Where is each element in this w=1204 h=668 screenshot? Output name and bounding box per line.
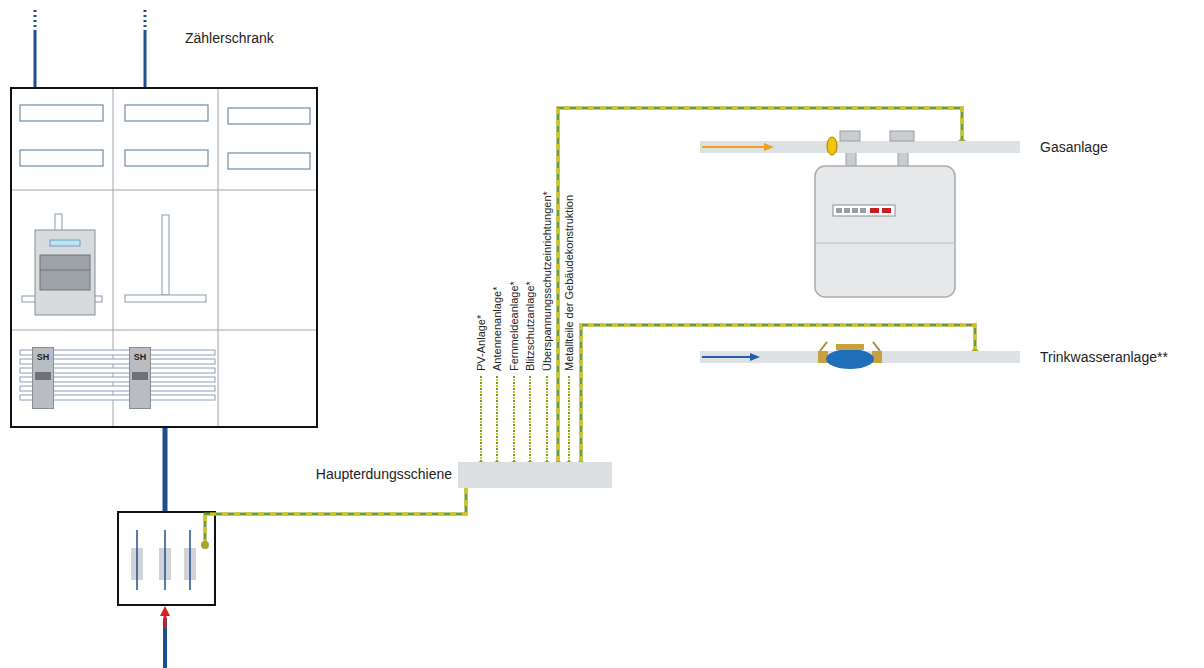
- node-label: Gasanlage: [1040, 139, 1108, 155]
- conductor-line: [581, 325, 975, 462]
- house-connection-part: [189, 530, 191, 590]
- supply-wires-part: [144, 10, 147, 30]
- cabinet-fields-part: [20, 105, 103, 121]
- electricity-meter-part: [35, 230, 95, 315]
- switch-lever: [132, 372, 148, 380]
- water-pipe-drawing: [700, 351, 1020, 363]
- node-label: Trinkwasseranlage**: [1040, 349, 1168, 365]
- system-label: Fernmeldeanlage*: [508, 281, 520, 371]
- gas-meter-part: [844, 208, 850, 213]
- house-connection-part: [164, 530, 166, 590]
- meter-fitting: [890, 131, 914, 141]
- gas-meter-part: [852, 208, 858, 213]
- supply-wires: [35, 10, 145, 87]
- earthing-conductor: [201, 478, 470, 549]
- gas-pipe-drawing: [700, 141, 1020, 153]
- electricity-meter-part: [55, 214, 62, 232]
- gas-meter: [815, 150, 955, 297]
- house-connection-part: [164, 614, 167, 628]
- gas-meter-part: [836, 208, 842, 213]
- flow-arrow: [764, 143, 774, 151]
- gas-pipe: Gasanlage: [700, 141, 1020, 153]
- gas-meter-part: [815, 243, 955, 244]
- cabinet-fields-part: [228, 153, 310, 169]
- main-switch: SH: [129, 347, 151, 409]
- bonding-conductor: [577, 325, 979, 469]
- house-connection: [118, 428, 215, 668]
- cabinet-fields-part: [228, 108, 310, 124]
- water-pipe: Trinkwasseranlage**: [700, 351, 1020, 363]
- supply-wires-part: [144, 30, 147, 87]
- cabinet-grid-part: [12, 330, 316, 331]
- electricity-meter-part: [40, 255, 90, 290]
- earthing-conductor-part: [201, 541, 209, 549]
- cabinet-fields-part: [125, 105, 208, 121]
- meter-fitting: [840, 131, 860, 141]
- flow-arrow: [702, 146, 766, 148]
- bonding-stubs: [481, 376, 569, 462]
- gas-meter-part: [833, 205, 895, 216]
- earthing-conductor-part: [205, 484, 466, 545]
- bonding-stubs-part: [481, 379, 569, 462]
- cabinet-fields-part: [125, 150, 208, 166]
- mounting-rail-part: [162, 215, 169, 295]
- meter-cabinet: ZählerschrankSHSH: [10, 87, 318, 428]
- electricity-meter-part: [50, 240, 80, 246]
- water-meter: [836, 344, 864, 350]
- mounting-rail-part: [125, 295, 206, 302]
- node-label: Haupterdungsschiene: [316, 466, 452, 482]
- mounting-rail: [125, 215, 206, 302]
- house-connection-part: [136, 530, 138, 590]
- supply-wires-part: [34, 10, 37, 30]
- system-label: Antennenanlage*: [491, 287, 503, 371]
- cabinet-fields: [20, 105, 310, 169]
- node-label: Zählerschrank: [185, 30, 274, 46]
- conductor-line: [581, 325, 975, 462]
- flow-arrow: [750, 353, 760, 361]
- house-connection-part: [163, 428, 168, 512]
- main-switch: SH: [32, 347, 54, 409]
- house-connection-part: [118, 512, 215, 605]
- cabinet-grid-part: [113, 89, 114, 426]
- gas-meter-part: [815, 166, 955, 297]
- house-connection-part: [160, 606, 170, 616]
- earthing-conductor-part: [205, 484, 466, 545]
- supply-wires-part: [34, 30, 37, 87]
- cabinet-grid-part: [218, 89, 219, 426]
- water-meter: [826, 349, 874, 369]
- electricity-meter-part: [40, 270, 90, 271]
- cabinet-fields-part: [20, 150, 103, 166]
- cabinet-grid-part: [12, 190, 316, 191]
- system-label: PV-Anlage*: [475, 315, 487, 371]
- device-label: SH: [130, 348, 150, 363]
- switch-lever: [35, 372, 51, 380]
- cabinet-grid: [12, 89, 316, 426]
- device-label: SH: [33, 348, 53, 363]
- earthing-bar: Haupterdungsschiene: [458, 462, 612, 488]
- gas-meter-part: [870, 208, 879, 213]
- system-label: Überspannungsschutzeinrichtungen*: [541, 191, 553, 371]
- valve-handle: [820, 342, 880, 351]
- gas-meter-part: [882, 208, 891, 213]
- system-label: Metallteile der Gebäudekonstruktion: [563, 195, 575, 371]
- gas-meter-part: [860, 208, 866, 213]
- conductor-line: [558, 108, 962, 462]
- bonding-conductor: [554, 108, 966, 469]
- electricity-meter: [22, 214, 102, 315]
- conductor-line: [558, 108, 962, 462]
- flow-arrow: [702, 356, 752, 358]
- system-label: Blitzschutzanlage*: [524, 281, 536, 371]
- gas-valve: [827, 137, 837, 155]
- bonding-stubs-part: [481, 376, 569, 462]
